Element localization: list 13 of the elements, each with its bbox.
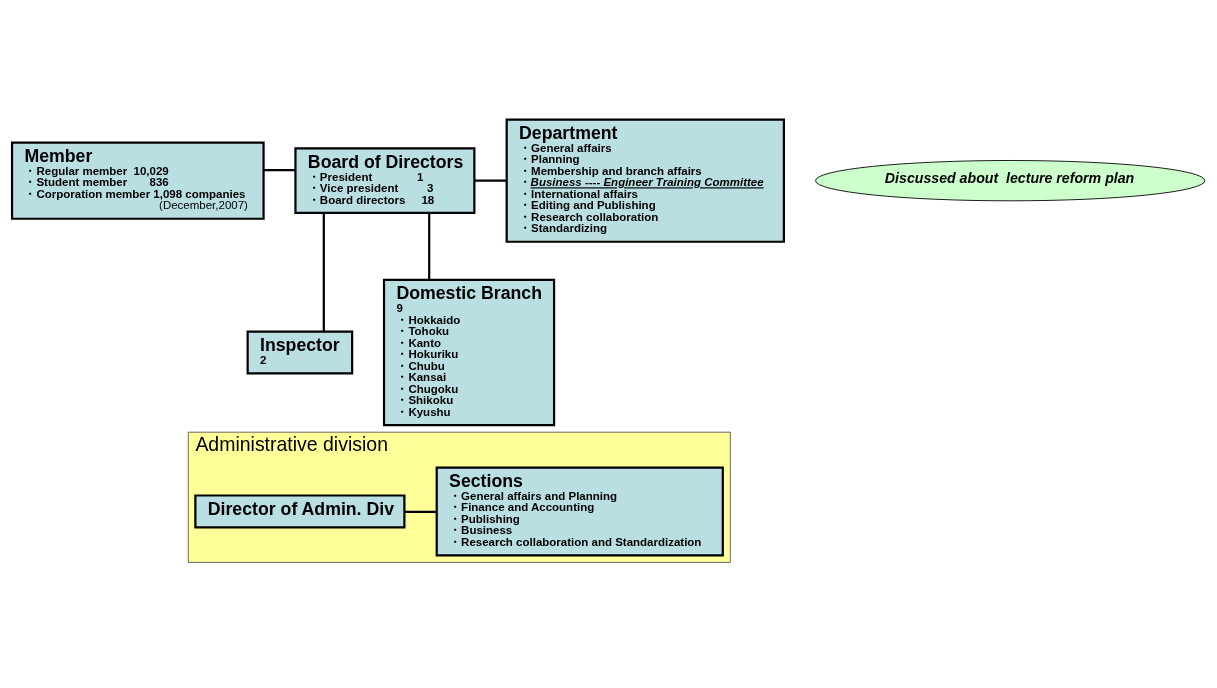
node-box: Sections ・General affairs and Planning ・Finance and Accounting ・Publishing ・Business ・Research collaboration and Standardization [435, 466, 724, 556]
connector [263, 168, 296, 171]
node-box: Member ・Regular member 10,029 ・Student member 836 ・Corporation member 1,098 companies (December,2007) [10, 140, 265, 220]
connector [404, 510, 437, 513]
connector [322, 212, 325, 331]
connector [474, 179, 507, 182]
node-box: Director of Admin. Div [194, 493, 406, 528]
node-box: Inspector 2 [246, 330, 354, 374]
node-ellipse: Discussed about lecture reform plan [815, 159, 1206, 201]
node-box: Board of Directors ・President 1 ・Vice president 3 ・Board directors 18 [294, 146, 476, 214]
node-box: Domestic Branch 9 ・Hokkaido ・Tohoku ・Kanto ・Hokuriku ・Chubu ・Kansai ・Chugoku ・Shikoku ・Kyushu [382, 278, 556, 426]
connector [428, 212, 431, 280]
node-box: Department ・General affairs ・Planning ・Membership and branch affairs ・Business ---- Engineer Training Committee ・International affairs ・Editing and Publishing ・Research collaboration ・Standardizing [505, 117, 785, 243]
